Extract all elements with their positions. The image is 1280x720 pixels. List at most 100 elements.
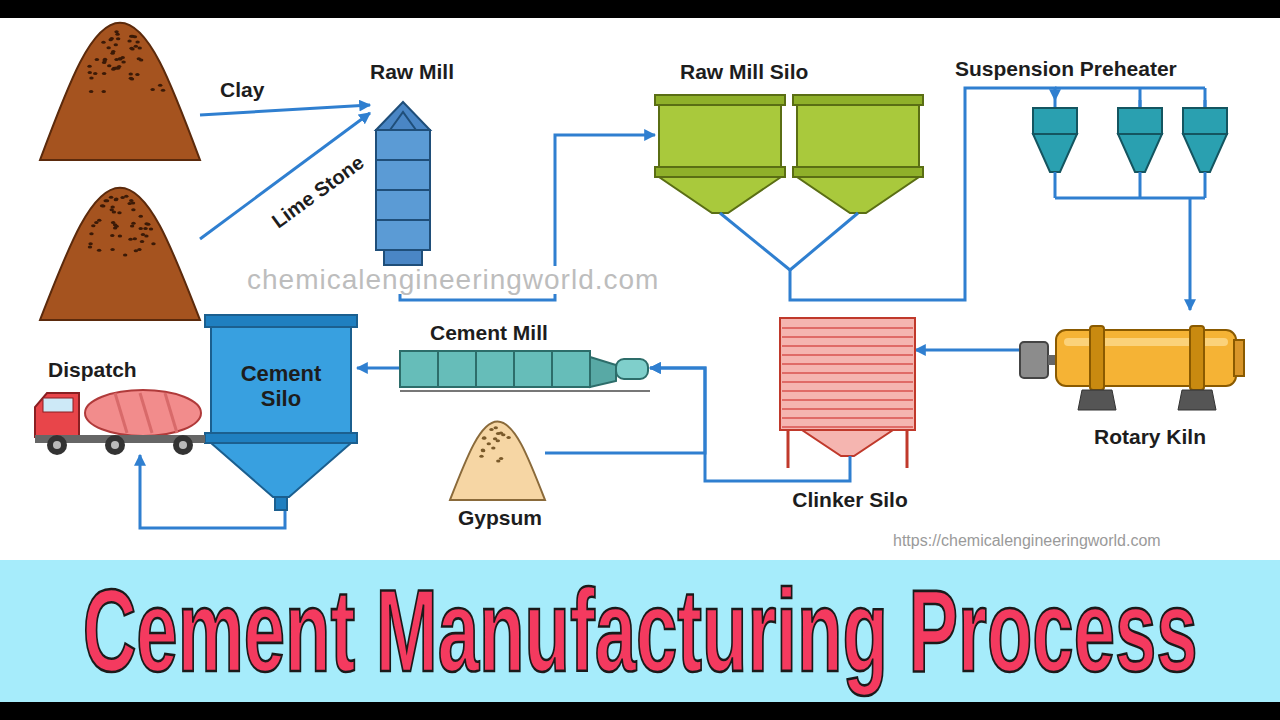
raw-mill-drawing [370,100,436,265]
silo-pipe [720,213,790,270]
pile-speck [129,73,133,76]
clinker-louvre [782,408,913,410]
pile-speck [131,208,135,211]
preheater-manifold [1055,88,1205,108]
kiln-endcap [1234,340,1244,376]
flow-arrow [200,113,370,239]
cyclone-cone [1118,134,1162,172]
pile-speck [139,215,143,218]
clinker-body [780,318,915,430]
silo-rim [793,95,923,105]
pile-speck [100,204,104,207]
pile-speck [151,242,155,245]
pile-speck [133,35,137,38]
suspension-preheater: Suspension Preheater [1025,100,1235,210]
mill-base [384,250,422,265]
gypsum-pile: Gypsum [450,420,545,500]
truck-wheel [47,435,67,455]
silo-cone [797,177,919,213]
pile-speck [146,223,150,226]
cyclone-cone [1033,134,1077,172]
node-label: Dispatch [48,358,137,382]
mill-segment [475,351,477,387]
pile-speck [138,47,142,50]
pile-speck [114,225,118,228]
pile-speck [110,234,114,237]
pile-speck [102,90,106,93]
collector-pipe [1055,197,1205,200]
silo-cone [211,443,351,497]
pile-speck [87,65,91,68]
cement-silo: Cement Silo [205,315,357,510]
pile-speck [143,227,147,230]
clinker-hopper [802,430,893,456]
clinker-louvre [782,327,913,329]
clinker-louvre [782,345,913,347]
dispatch-truck: Dispatch [35,385,207,455]
raw-mill: Raw Mill [370,100,436,265]
title: Cement Manufacturing Process [83,573,1198,690]
cyclone-top [1118,108,1162,134]
pile-speck [88,242,92,245]
pile-speck [123,253,127,256]
cement-mill-drawing [400,345,650,393]
cyclone-cone [1183,134,1227,172]
pile-speck [139,58,143,61]
pile-speck [149,227,153,230]
truck-wheel [173,435,193,455]
pile-speck [118,235,122,238]
manifold-pipe [1055,87,1205,90]
silo-cone [659,177,781,213]
pile-speck [139,227,143,230]
mill-outlet [616,359,648,379]
cyclone-outlet [1054,172,1057,198]
dispatch-truck-drawing [35,385,207,455]
pile-speck [120,196,124,199]
mill-band [376,219,430,221]
pile-speck [481,449,485,452]
mill-drum [400,351,590,387]
pile-speck [114,30,118,33]
pile-speck [88,246,92,249]
pile-speck [91,224,95,227]
pile-speck [158,84,162,87]
cement-silo-drawing [205,315,357,510]
clinker-louvre [782,354,913,356]
clay-pile-drawing [40,20,200,160]
pile-speck [129,47,133,50]
pile-speck [105,199,109,202]
silo-pipe [790,213,858,270]
pile-speck [114,43,118,46]
clinker-louvre [782,426,913,428]
wheel-hub [179,441,187,449]
mill-top-frame [390,112,416,130]
manifold-pipe [1139,88,1142,108]
cement-mill: Cement Mill [400,345,650,393]
rotary-kiln: Rotary Kiln [1020,310,1245,410]
cab-window [43,398,73,412]
cyclone-top [1033,108,1077,134]
mill-top [376,102,430,130]
cyclone-inlet [1139,100,1142,108]
mill-band [376,159,430,161]
clinker-louvre [782,336,913,338]
pile-speck [121,61,125,64]
cyclone-top [1183,108,1227,134]
node-label: Raw Mill [370,60,454,84]
truck-wheel [105,435,125,455]
cyclone-outlet [1139,172,1142,198]
raw-mill-silo-drawing [655,95,925,270]
source-url: https://chemicalengineeringworld.com [893,533,1161,549]
pile-speck [106,46,110,49]
pile-speck [481,449,485,452]
clinker-louvre [782,417,913,419]
pile-speck [133,237,137,240]
kiln-tyre [1090,326,1104,390]
drum-stripe [140,393,152,433]
node-label: Rotary Kiln [1094,425,1206,449]
pile-speck [127,39,131,42]
clinker-outlet [849,456,852,473]
silo-outlet [275,497,287,510]
mill-band [376,189,430,191]
